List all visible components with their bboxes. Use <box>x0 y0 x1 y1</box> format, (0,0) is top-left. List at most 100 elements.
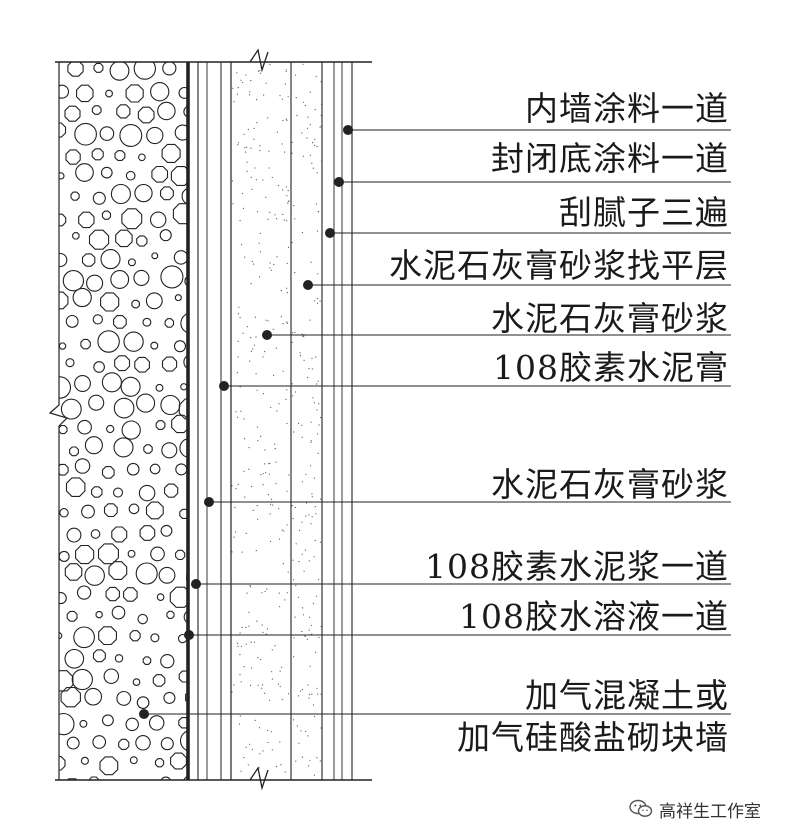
speckle <box>269 462 271 464</box>
speckle <box>298 422 300 424</box>
speckle <box>282 370 284 372</box>
speckle <box>267 320 269 322</box>
speckle <box>294 616 296 618</box>
aggregate-circle <box>92 314 103 325</box>
speckle <box>288 474 290 476</box>
speckle <box>286 524 288 526</box>
speckle <box>282 323 284 325</box>
speckle <box>304 549 307 551</box>
speckle <box>283 219 285 221</box>
speckle <box>274 448 276 450</box>
speckle <box>243 470 245 472</box>
speckle <box>257 70 259 72</box>
aggregate-circle <box>77 419 92 435</box>
speckle <box>268 699 271 701</box>
aggregate-circle <box>100 249 121 270</box>
aggregate-circle <box>150 82 170 102</box>
speckle <box>320 625 322 628</box>
speckle <box>312 167 314 169</box>
speckle <box>262 179 264 181</box>
speckle <box>279 606 281 608</box>
aggregate-circle <box>59 632 63 640</box>
aggregate-circle <box>59 84 70 99</box>
speckle <box>310 465 312 467</box>
speckle <box>287 96 289 98</box>
speckle <box>287 571 289 573</box>
speckle <box>281 98 283 100</box>
speckle <box>307 376 309 379</box>
speckle <box>309 759 311 761</box>
speckle <box>239 632 241 634</box>
speckle <box>271 749 273 751</box>
aggregate-circle <box>173 340 187 353</box>
speckle <box>267 218 269 220</box>
speckle <box>313 402 315 404</box>
speckle <box>282 120 284 122</box>
speckle <box>310 624 312 626</box>
aggregate-octagon <box>160 186 174 201</box>
speckle <box>310 441 312 443</box>
speckle <box>271 176 273 179</box>
speckle <box>231 180 233 182</box>
speckle <box>291 152 293 154</box>
speckle <box>237 340 239 342</box>
speckle <box>237 313 240 315</box>
aggregate-circle <box>65 358 75 368</box>
aggregate-octagon <box>179 508 188 519</box>
aggregate-circle <box>112 487 124 498</box>
speckle <box>233 536 235 538</box>
speckle <box>237 356 239 358</box>
aggregate-circle <box>161 442 178 459</box>
speckle <box>306 137 308 139</box>
aggregate-octagon <box>80 338 91 350</box>
aggregate-circle <box>142 317 152 327</box>
speckle <box>258 242 260 244</box>
speckle <box>317 693 319 695</box>
speckle <box>302 101 305 103</box>
speckle <box>311 496 313 498</box>
speckle <box>294 74 297 76</box>
speckle <box>285 118 287 120</box>
aggregate-circle <box>150 633 160 643</box>
speckle <box>265 319 267 321</box>
speckle <box>281 698 283 701</box>
speckle <box>258 276 261 278</box>
speckle <box>270 503 272 505</box>
aggregate-circle <box>59 550 70 562</box>
speckle <box>309 616 311 619</box>
speckle <box>315 356 317 358</box>
aggregate-octagon <box>101 210 112 220</box>
speckle <box>318 636 320 639</box>
speckle <box>243 757 245 759</box>
aggregate-circle <box>84 436 103 455</box>
speckle <box>250 485 253 488</box>
speckle <box>314 144 316 147</box>
aggregate-octagon <box>114 355 131 372</box>
aggregate-circle <box>86 274 104 292</box>
speckle <box>307 735 309 737</box>
speckle <box>269 540 272 543</box>
speckle <box>294 331 296 334</box>
speckle <box>313 477 315 479</box>
speckle <box>301 553 303 555</box>
speckle <box>236 642 238 645</box>
speckle <box>293 656 295 658</box>
aggregate-circle <box>145 292 163 310</box>
aggregate-circle <box>146 126 164 145</box>
aggregate-circle <box>60 398 82 420</box>
speckle <box>250 147 252 149</box>
speckle <box>308 765 310 767</box>
aggregate-octagon <box>145 501 164 520</box>
aggregate-octagon <box>116 104 131 119</box>
speckle <box>256 426 258 428</box>
speckle <box>275 461 277 463</box>
aggregate-circle <box>159 229 172 242</box>
speckle <box>291 241 293 244</box>
speckle <box>251 260 253 263</box>
aggregate-octagon <box>161 356 178 372</box>
aggregate-circle <box>186 486 188 496</box>
aggregate-circle <box>180 383 188 391</box>
speckle <box>278 538 281 540</box>
